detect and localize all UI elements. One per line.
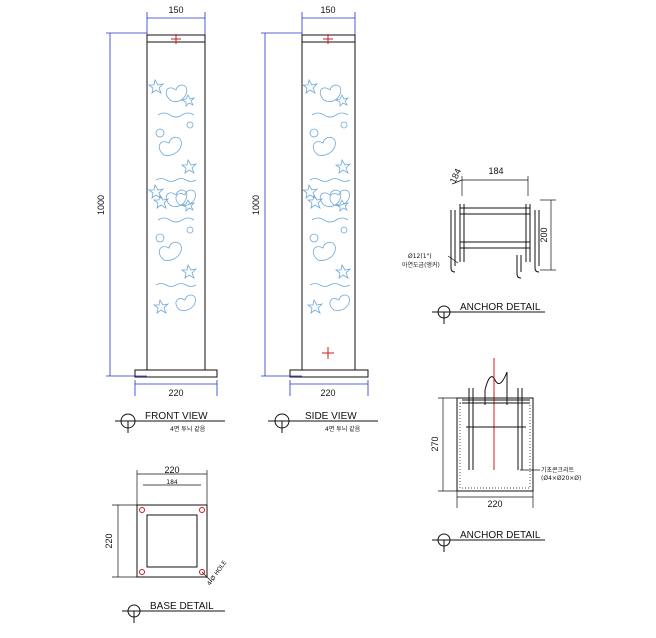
anchor2-height-dim: 270 — [430, 436, 440, 451]
anchor1-small-dim: 184 — [448, 167, 463, 185]
anchor1-rod-note: 아연도금(앵커) — [402, 261, 440, 269]
anchor2-base-dim: 220 — [487, 499, 502, 509]
front-view: 150 1000 220 FRONT VIEW 4면 투늬 같음 — [96, 5, 225, 433]
front-height-dim: 1000 — [96, 195, 106, 215]
base-detail-title: BASE DETAIL — [150, 601, 214, 612]
anchor1-top-dim: 184 — [488, 166, 503, 176]
front-base-dim: 220 — [168, 388, 183, 398]
side-view-note: 4면 투늬 같음 — [325, 425, 361, 433]
front-width-dim: 150 — [168, 5, 183, 15]
anchor1-title: ANCHOR DETAIL — [460, 302, 541, 313]
front-view-title: FRONT VIEW — [145, 411, 208, 422]
front-view-note: 4면 투늬 같음 — [170, 425, 206, 433]
base-hole-note: 4-Ø HOLE — [206, 559, 228, 587]
anchor-detail-bottom: 270 220 기초콘크리트 (Ø4×Ø20×Ø) ANCHOR DETAIL — [430, 358, 581, 552]
anchor2-note1: 기초콘크리트 — [541, 466, 575, 474]
side-view-title: SIDE VIEW — [305, 411, 357, 422]
side-height-dim: 1000 — [251, 195, 261, 215]
side-width-dim: 150 — [320, 5, 335, 15]
side-base-dim: 220 — [320, 388, 335, 398]
base-inner-dim: 184 — [166, 479, 178, 486]
anchor-detail-top: 184 184 200 Ø12(1") 아연도금(앵커) ANCHOR DETA… — [402, 166, 556, 324]
side-view: 150 1000 220 SIDE VIEW 4면 투늬 같음 — [251, 5, 378, 433]
base-outer-dim: 220 — [164, 465, 179, 475]
anchor1-height-dim: 200 — [539, 227, 549, 242]
base-detail: 220 184 220 4-Ø HOLE BASE DETAIL — [104, 465, 228, 623]
base-height-dim: 220 — [104, 533, 114, 548]
anchor2-title: ANCHOR DETAIL — [460, 530, 541, 541]
anchor2-note2: (Ø4×Ø20×Ø) — [541, 475, 581, 482]
anchor1-rod-label: Ø12(1") — [408, 253, 432, 260]
